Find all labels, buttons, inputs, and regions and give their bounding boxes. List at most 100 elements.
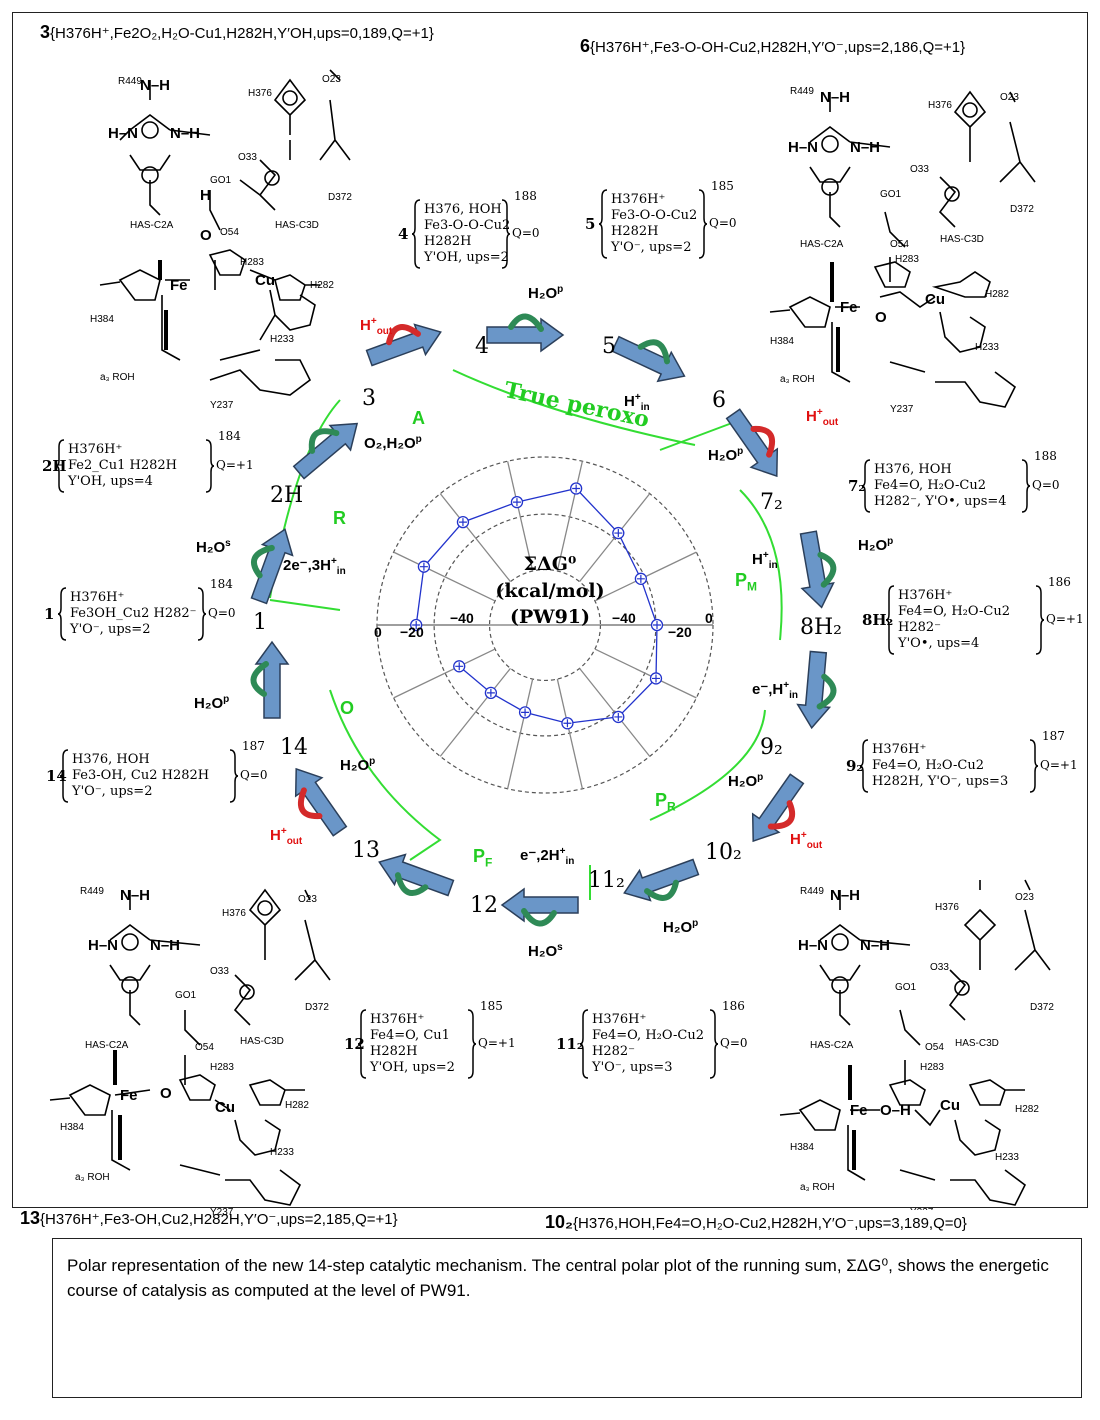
phase-PF: PF [473,846,493,870]
svg-text:O33: O33 [238,152,257,163]
step-label-3: 3 [362,386,376,411]
cycle-step-arrow [250,528,294,605]
state-box-charge: Q=0 [720,1036,748,1050]
polar-series-line [415,487,658,724]
header-state-3: 3{H376H⁺,Fe2O₂,H₂O-Cu1,H282H,Y′OH,ups=0,… [40,22,434,42]
state-box-line: Fe3OH_Cu2 H282⁻ [70,606,197,621]
svg-text:H384: H384 [60,1122,84,1133]
state-box-charge: Q=0 [240,768,268,782]
svg-text:H384: H384 [790,1142,814,1153]
state-box-line: Y'OH, ups=2 [424,250,509,265]
state-box-charge: Q=+1 [1046,612,1084,626]
state-box-residue-count: 186 [1048,575,1071,589]
proton-in-arrow [816,673,837,710]
proton-in-arrow [637,339,671,365]
svg-text:H384: H384 [90,314,114,325]
svg-text:N–H: N–H [140,77,170,94]
svg-text:H233: H233 [995,1152,1019,1163]
polar-center-method: (PW91) [509,606,591,628]
svg-text:H376: H376 [222,908,246,919]
state-box-line: H376, HOH [874,462,952,477]
proton-in-arrow [250,544,275,579]
brace-left [886,585,895,655]
cycle-step-arrow [486,313,565,353]
polar-spoke [439,493,511,583]
polar-point-cross [572,484,581,493]
state-box-charge: Q=+1 [478,1036,516,1050]
brace-left [599,189,608,259]
svg-text:O33: O33 [210,966,229,977]
label-h2o-p-14: H₂Op [340,756,376,774]
axis-tick-right-20: −20 [668,624,692,640]
svg-text:N–H: N–H [820,89,850,106]
svg-text:H–N: H–N [788,139,818,156]
svg-text:N–H: N–H [150,937,180,954]
svg-text:Y237: Y237 [210,400,234,411]
svg-text:HAS-C2A: HAS-C2A [800,239,844,250]
polar-point-cross [614,712,623,721]
svg-text:N–H: N–H [170,125,200,142]
svg-text:O54: O54 [220,227,239,238]
svg-text:a₃ ROH: a₃ ROH [75,1172,110,1183]
polar-point-cross [521,708,530,717]
svg-text:O–H: O–H [880,1102,911,1119]
state-box-residue-count: 184 [210,577,233,591]
step-label-10: 10₂ [705,840,742,865]
state-box-residue-count: 187 [1042,729,1065,743]
state-box-line: Fe4=O, H₂O-Cu2 [592,1028,704,1043]
brace-right [709,1009,718,1079]
step-label-9: 9₂ [760,735,783,760]
svg-text:H282: H282 [985,289,1009,300]
cycle-step-arrow [725,408,779,478]
svg-text:N–H: N–H [830,887,860,904]
polar-point-cross [458,518,467,527]
state-box-line: H282H [611,224,659,239]
polar-spoke [506,461,534,572]
svg-text:GO1: GO1 [210,175,232,186]
polar-spoke [556,461,584,572]
state-box-line: Fe4=O, H₂O-Cu2 [898,604,1010,619]
svg-text:H376: H376 [928,100,952,111]
svg-text:R449: R449 [118,76,142,87]
cycle-step-arrow [611,335,686,383]
polar-center-title: ΣΔG⁰ [523,553,577,575]
svg-text:O54: O54 [890,239,909,250]
svg-text:a₃ ROH: a₃ ROH [800,1182,835,1193]
state-box-line: Y'O•, ups=4 [898,636,980,651]
svg-text:O: O [875,309,887,326]
state-box-line: H282⁻ [898,620,942,635]
state-box-charge: Q=+1 [1040,758,1078,772]
svg-text:H282: H282 [1015,1104,1039,1115]
step-label-14: 14 [280,735,308,760]
brace-right [1021,459,1030,513]
step-label-6: 6 [712,388,726,413]
axis-tick-left-40: −40 [450,610,474,626]
label-h-out-6: H+out [806,407,839,428]
brace-right [205,439,214,493]
brace-right [698,189,707,259]
step-label-8: 8H₂ [800,615,843,640]
svg-text:GO1: GO1 [895,982,917,993]
svg-text:H233: H233 [270,1147,294,1158]
brace-left [412,199,421,269]
state-box-line: Fe3-OH, Cu2 H282H [72,768,210,783]
state-box-residue-count: 185 [711,179,734,193]
state-box-key: 9₂ [846,757,864,775]
state-box-line: Fe4=O, H₂O-Cu2 [872,758,984,773]
polar-point-cross [455,662,464,671]
state-box-key: 14 [46,767,67,785]
state-box-line: H376H⁺ [872,742,927,757]
svg-text:H283: H283 [895,254,919,265]
proton-in-arrow [644,879,679,901]
state-box-line: Fe4=O, H₂O-Cu2 [874,478,986,493]
polar-point-cross [563,719,572,728]
state-box-line: H282⁻, Y'O•, ups=4 [874,494,1007,509]
svg-text:N–H: N–H [850,139,880,156]
label-h2o-s-1: H₂Os [196,538,231,556]
